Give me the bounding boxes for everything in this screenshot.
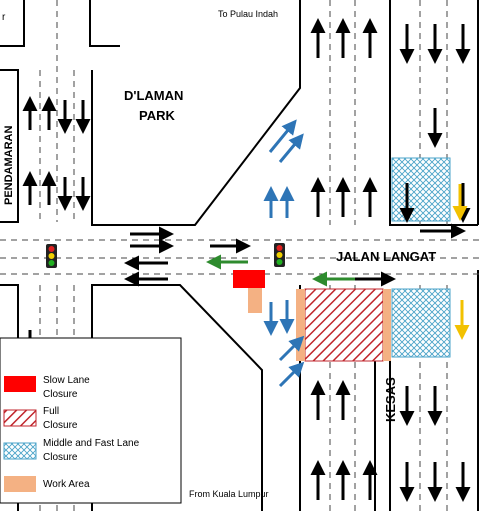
legend-swatch-tan bbox=[4, 476, 36, 492]
legend-swatch-red-hatch bbox=[3, 409, 37, 427]
road-left-label: PENDAMARAN bbox=[3, 126, 15, 206]
legend-item-middle-fast: Middle and Fast Lane Closure bbox=[3, 438, 140, 463]
legend: Slow Lane Closure Full Closure Middle an… bbox=[0, 337, 182, 504]
traffic-light-icon bbox=[274, 243, 285, 267]
lane-arrow-icon bbox=[22, 18, 471, 502]
from-origin-label: From Kuala Lumpur bbox=[189, 489, 269, 499]
diversion-arrow-icon bbox=[263, 119, 305, 388]
diversion-arrow-icon bbox=[206, 254, 355, 287]
slow-lane-closure bbox=[233, 270, 265, 288]
traffic-light-icon bbox=[46, 244, 57, 268]
diversion-arrow-icon bbox=[452, 184, 470, 340]
middle-fast-lane-closure-bottom bbox=[391, 288, 451, 358]
legend-swatch-solid-red bbox=[4, 376, 36, 392]
legend-label-line: Slow Lane bbox=[43, 375, 90, 386]
legend-item-work-area: Work Area bbox=[4, 476, 90, 492]
to-destination-label: To Pulau Indah bbox=[218, 9, 278, 19]
middle-fast-lane-closure-top bbox=[391, 157, 451, 222]
legend-item-slow-lane: Slow Lane Closure bbox=[4, 375, 90, 400]
road-main-label: JALAN LANGAT bbox=[336, 249, 436, 264]
work-area-right bbox=[383, 289, 391, 361]
legend-item-full-closure: Full Closure bbox=[3, 406, 78, 431]
work-area-left bbox=[296, 289, 305, 361]
top-left-fragment-label: r bbox=[2, 12, 6, 23]
legend-swatch-blue-crosshatch bbox=[3, 442, 37, 460]
work-area-corner bbox=[248, 285, 262, 313]
road-bottom-label: KESAS bbox=[383, 377, 398, 422]
legend-label-line: Closure bbox=[43, 452, 78, 463]
legend-label-line: Middle and Fast Lane bbox=[43, 438, 140, 449]
full-closure-area bbox=[304, 288, 384, 362]
legend-label-line: Closure bbox=[43, 420, 78, 431]
park-label-line1: D'LAMAN bbox=[124, 88, 183, 103]
legend-label-line: Full bbox=[43, 406, 59, 417]
legend-label-line: Closure bbox=[43, 389, 78, 400]
legend-label-line: Work Area bbox=[43, 479, 90, 490]
park-label-line2: PARK bbox=[139, 108, 175, 123]
